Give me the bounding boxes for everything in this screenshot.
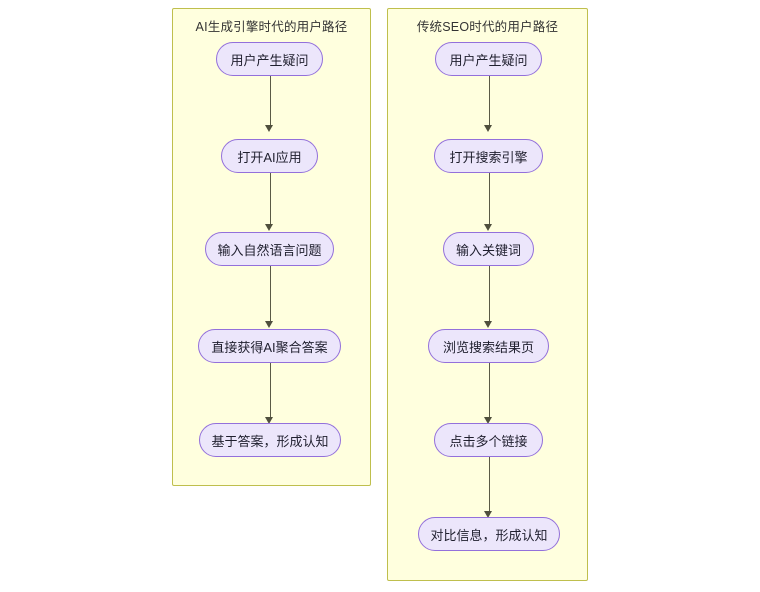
subgraph-title-ai-era: AI生成引擎时代的用户路径 bbox=[195, 20, 348, 34]
subgraph-seo-era[interactable]: 传统SEO时代的用户路径 bbox=[387, 8, 588, 581]
node-ai-open-app[interactable]: 打开AI应用 bbox=[221, 139, 318, 173]
subgraph-title-seo-era: 传统SEO时代的用户路径 bbox=[416, 20, 559, 34]
node-seo-user-question[interactable]: 用户产生疑问 bbox=[435, 42, 542, 76]
edge-seo-n5-to-seo-n6 bbox=[488, 457, 490, 513]
node-ai-user-question[interactable]: 用户产生疑问 bbox=[216, 42, 323, 76]
node-label: 直接获得AI聚合答案 bbox=[211, 339, 328, 355]
node-seo-enter-keywords[interactable]: 输入关键词 bbox=[443, 232, 534, 266]
edge-ai-n1-to-ai-n2 bbox=[269, 76, 271, 127]
node-label: 基于答案，形成认知 bbox=[211, 433, 329, 449]
node-label: 打开AI应用 bbox=[237, 149, 302, 165]
node-label: 点击多个链接 bbox=[449, 433, 528, 449]
arrowhead-seo-n3-to-seo-n4 bbox=[484, 321, 492, 328]
edge-ai-n2-to-ai-n3 bbox=[269, 173, 271, 225]
arrowhead-ai-n1-to-ai-n2 bbox=[265, 125, 273, 132]
node-seo-browse-results[interactable]: 浏览搜索结果页 bbox=[428, 329, 549, 363]
node-ai-aggregated-answer[interactable]: 直接获得AI聚合答案 bbox=[198, 329, 341, 363]
arrowhead-seo-n5-to-seo-n6 bbox=[484, 511, 492, 518]
arrowhead-ai-n2-to-ai-n3 bbox=[265, 224, 273, 231]
edge-seo-n4-to-seo-n5 bbox=[488, 363, 490, 419]
arrowhead-seo-n4-to-seo-n5 bbox=[484, 417, 492, 424]
node-label: 用户产生疑问 bbox=[449, 52, 528, 68]
edge-seo-n1-to-seo-n2 bbox=[488, 76, 490, 127]
arrowhead-ai-n3-to-ai-n4 bbox=[265, 321, 273, 328]
node-label: 打开搜索引擎 bbox=[449, 149, 528, 165]
edge-ai-n3-to-ai-n4 bbox=[269, 266, 271, 322]
node-label: 用户产生疑问 bbox=[230, 52, 309, 68]
node-ai-natural-language-input[interactable]: 输入自然语言问题 bbox=[205, 232, 334, 266]
edge-seo-n3-to-seo-n4 bbox=[488, 266, 490, 322]
node-seo-click-links[interactable]: 点击多个链接 bbox=[434, 423, 543, 457]
node-label: 对比信息，形成认知 bbox=[430, 527, 548, 543]
node-label: 浏览搜索结果页 bbox=[442, 339, 534, 355]
node-seo-open-search-engine[interactable]: 打开搜索引擎 bbox=[434, 139, 543, 173]
arrowhead-seo-n1-to-seo-n2 bbox=[484, 125, 492, 132]
edge-seo-n2-to-seo-n3 bbox=[488, 173, 490, 225]
arrowhead-seo-n2-to-seo-n3 bbox=[484, 224, 492, 231]
node-label: 输入自然语言问题 bbox=[217, 242, 322, 258]
arrowhead-ai-n4-to-ai-n5 bbox=[265, 417, 273, 424]
edge-ai-n4-to-ai-n5 bbox=[269, 363, 271, 419]
node-ai-form-cognition[interactable]: 基于答案，形成认知 bbox=[199, 423, 341, 457]
node-seo-compare-form-cognition[interactable]: 对比信息，形成认知 bbox=[418, 517, 560, 551]
node-label: 输入关键词 bbox=[455, 242, 521, 258]
